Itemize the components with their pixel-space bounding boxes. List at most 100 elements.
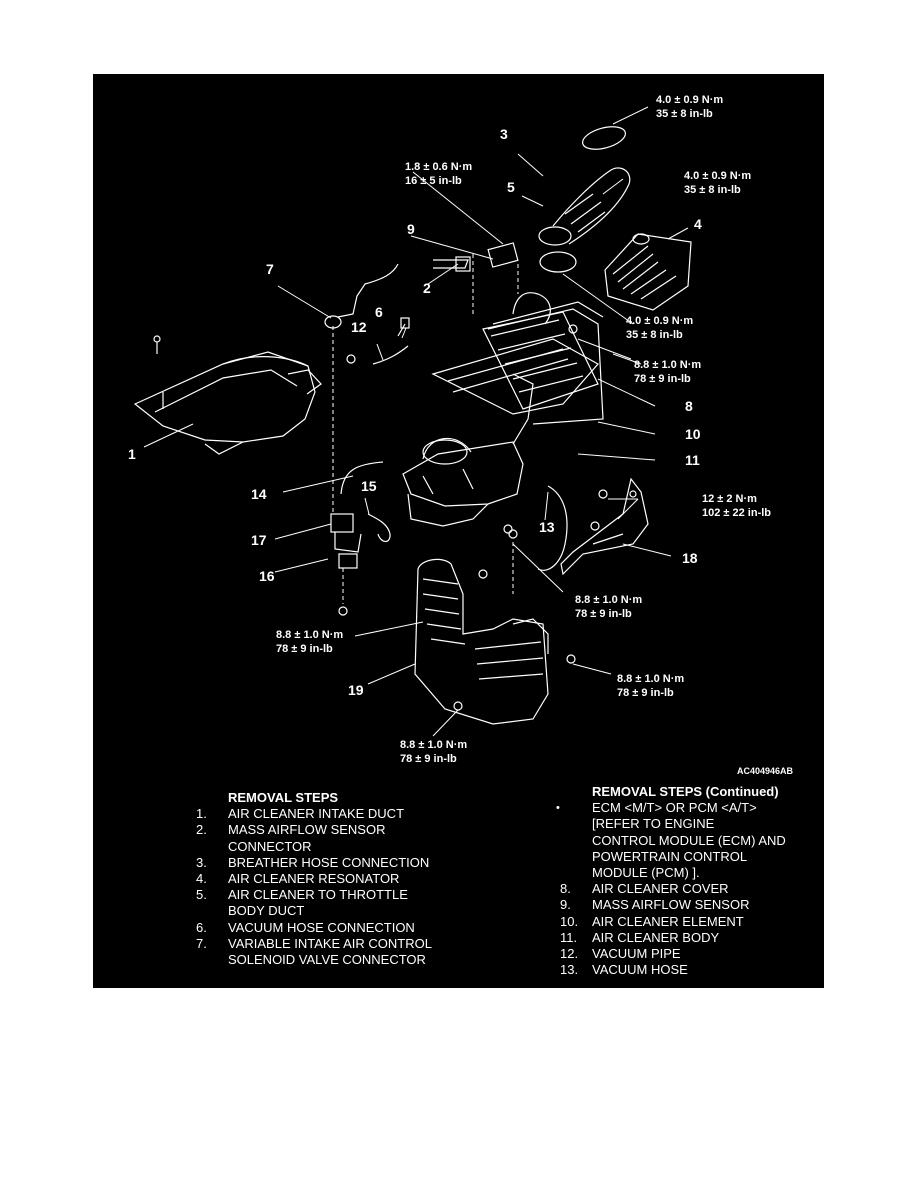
diagram-panel: 1 2 3 4 5 6 7 8 9 10 11 12 13 14 15 16 1… — [93, 74, 824, 988]
step-item: 6. VACUUM HOSE CONNECTION — [196, 920, 432, 936]
removal-steps-continued-title: REMOVAL STEPS (Continued) — [592, 784, 779, 799]
step-text: AIR CLEANER INTAKE DUCT — [228, 806, 405, 822]
callout-19: 19 — [348, 682, 364, 698]
solenoid-valve — [330, 513, 362, 569]
callout-7: 7 — [266, 261, 274, 277]
callout-14: 14 — [251, 486, 267, 502]
step-number: 11. — [560, 929, 578, 945]
step-item: 3. BREATHER HOSE CONNECTION — [196, 855, 432, 871]
step-number: 1. — [196, 806, 207, 822]
step-text: POWERTRAIN CONTROL — [592, 848, 748, 864]
step-text: VACUUM HOSE — [592, 962, 688, 978]
step-number: 13. — [560, 962, 579, 978]
step-number: 9. — [560, 897, 571, 913]
callout-6: 6 — [375, 304, 383, 320]
callout-16: 16 — [259, 568, 275, 584]
step-text: SOLENOID VALVE CONNECTOR — [228, 952, 426, 968]
harness — [337, 263, 399, 318]
callout-18: 18 — [682, 550, 698, 566]
step-text: VACUUM PIPE — [592, 946, 681, 962]
mass-airflow-sensor — [433, 242, 519, 272]
step-text: MASS AIRFLOW SENSOR — [228, 822, 386, 838]
step-text: BODY DUCT — [228, 903, 305, 919]
step-text: MASS AIRFLOW SENSOR — [592, 897, 750, 913]
air-cleaner-intake-duct — [133, 335, 322, 455]
step-item: 10. AIR CLEANER ELEMENT — [560, 914, 786, 930]
callout-8: 8 — [685, 398, 693, 414]
air-cleaner-cover-and-element — [482, 301, 604, 425]
callout-1: 1 — [128, 446, 136, 462]
step-number: • — [556, 802, 560, 815]
callout-10: 10 — [685, 426, 701, 442]
hose-15 — [367, 513, 391, 543]
step-text: VARIABLE INTAKE AIR CONTROL — [228, 935, 432, 951]
step-text: AIR CLEANER RESONATOR — [228, 871, 400, 887]
callout-9: 9 — [407, 221, 415, 237]
callout-5: 5 — [507, 179, 515, 195]
callout-4: 4 — [694, 216, 702, 232]
step-text: VACUUM HOSE CONNECTION — [228, 919, 415, 935]
callout-17: 17 — [251, 532, 267, 548]
air-cleaner-resonator — [604, 233, 692, 311]
callout-3: 3 — [500, 126, 508, 142]
step-item: 4. AIR CLEANER RESONATOR — [196, 871, 432, 887]
callout-15: 15 — [361, 478, 377, 494]
step-number: 8. — [560, 881, 571, 897]
step-item: 12. VACUUM PIPE — [560, 946, 786, 962]
step-item: 1. AIR CLEANER INTAKE DUCT — [196, 806, 432, 822]
step-text: CONNECTOR — [228, 838, 312, 854]
callout-2: 2 — [423, 280, 431, 296]
step-item: 13. VACUUM HOSE — [560, 962, 786, 978]
step-number: 5. — [196, 887, 207, 903]
step-text: BREATHER HOSE CONNECTION — [228, 854, 430, 870]
removal-steps-continued-list: REMOVAL STEPS (Continued) • ECM <M/T> OR … — [556, 784, 786, 978]
step-number: 7. — [196, 935, 207, 951]
step-item: 11. AIR CLEANER BODY — [560, 930, 786, 946]
hose-14 — [340, 461, 384, 495]
air-cleaner-body — [402, 338, 599, 527]
step-text: AIR CLEANER ELEMENT — [592, 913, 744, 929]
hose-13 — [537, 485, 568, 571]
figure-code: AC404946AB — [737, 766, 794, 776]
bracket — [560, 477, 649, 576]
step-text: MODULE (PCM) ]. — [592, 865, 700, 881]
step-text: AIR CLEANER BODY — [592, 929, 720, 945]
throttle-body-duct — [538, 126, 631, 273]
step-item: 8. AIR CLEANER COVER — [560, 881, 786, 897]
step-text: [REFER TO ENGINE — [592, 816, 715, 832]
step-number: 10. — [560, 913, 579, 929]
step-text: ECM <M/T> OR PCM <A/T> — [592, 800, 757, 816]
callout-11: 11 — [685, 452, 700, 468]
cover-outlet — [512, 292, 551, 325]
removal-steps-title: REMOVAL STEPS — [228, 790, 339, 805]
step-text: CONTROL MODULE (ECM) AND — [592, 832, 786, 848]
callout-12: 12 — [351, 319, 367, 335]
step-number: 6. — [196, 919, 207, 935]
step-number: 4. — [196, 871, 207, 887]
step-item: 9. MASS AIRFLOW SENSOR — [560, 897, 786, 913]
lower-resonator — [414, 558, 549, 725]
step-text: AIR CLEANER COVER — [592, 881, 729, 897]
step-number: 2. — [196, 822, 207, 838]
step-number: 12. — [560, 946, 579, 962]
vacuum-pipe — [372, 345, 409, 365]
exploded-view-drawing — [133, 106, 692, 737]
step-text: AIR CLEANER TO THROTTLE — [228, 887, 408, 903]
callout-13: 13 — [539, 519, 555, 535]
step-number: 3. — [196, 854, 207, 870]
